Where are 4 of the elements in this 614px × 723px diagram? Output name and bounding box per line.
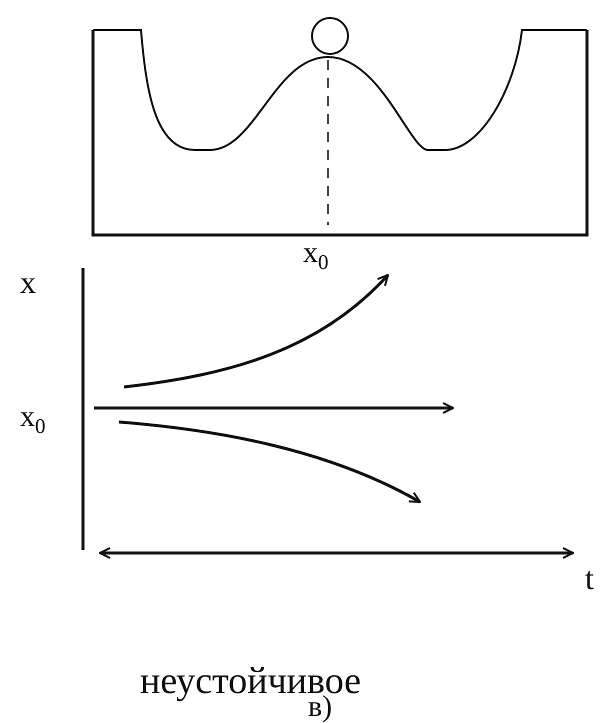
- position-label: x$_{0}$: [303, 238, 328, 273]
- axis-label: x: [20, 266, 36, 298]
- position-label: x$_{0}$: [20, 402, 46, 437]
- axis-label: t: [585, 562, 594, 594]
